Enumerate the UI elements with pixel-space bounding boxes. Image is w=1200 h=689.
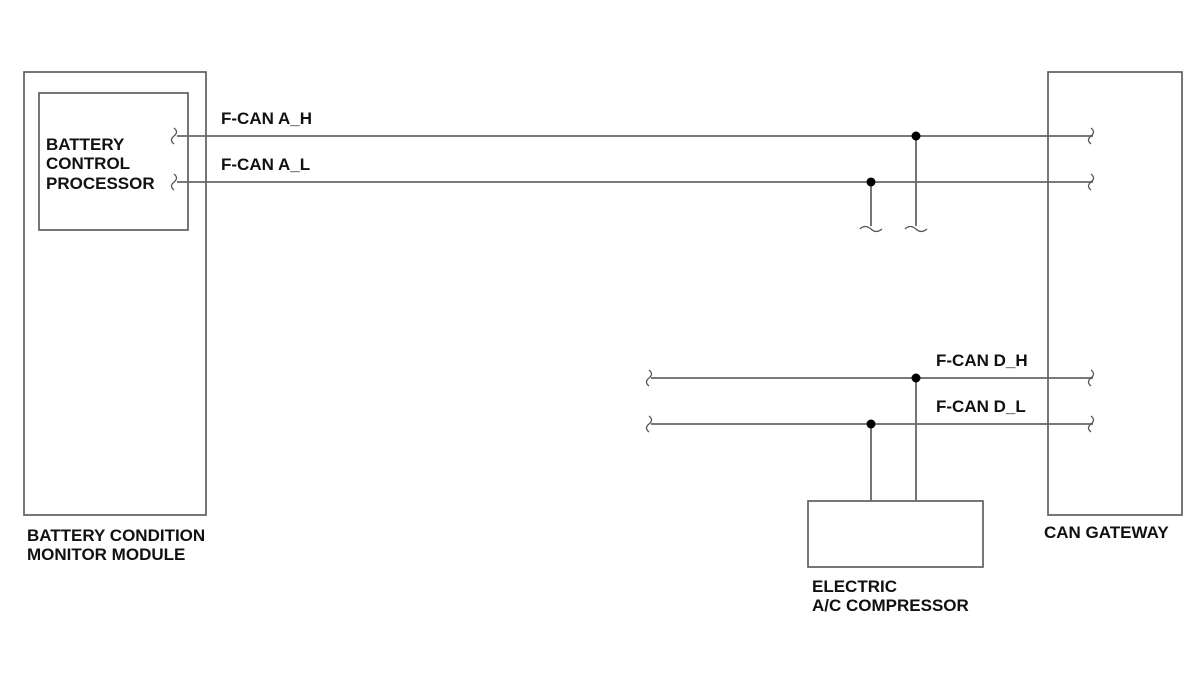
label-f-can-a-h: F-CAN A_H	[221, 109, 312, 128]
label-f-can-a-l: F-CAN A_L	[221, 155, 310, 174]
label-f-can-d-l: F-CAN D_L	[936, 397, 1026, 416]
label-f-can-d-h: F-CAN D_H	[936, 351, 1028, 370]
battery-condition-monitor-module-box	[23, 71, 207, 516]
splice-dot-d-l	[866, 419, 876, 429]
can-gateway-label: CAN GATEWAY	[1044, 523, 1169, 542]
wire-break-icon	[645, 415, 653, 433]
wire-break-icon	[859, 225, 883, 233]
wire-break-icon	[170, 127, 178, 145]
splice-dot-a-l	[866, 177, 876, 187]
wire-break-icon	[170, 173, 178, 191]
wire-break-icon	[645, 369, 653, 387]
wire-break-icon	[904, 225, 928, 233]
can-gateway-box	[1047, 71, 1183, 516]
wire-break-icon	[1087, 173, 1095, 191]
splice-dot-a-h	[911, 131, 921, 141]
wire-break-icon	[1087, 369, 1095, 387]
processor-label-line1: BATTERY	[46, 135, 125, 154]
bcm-label-line1: BATTERY CONDITION	[27, 526, 205, 545]
wire-break-icon	[1087, 127, 1095, 145]
processor-label-line2: CONTROL	[46, 154, 130, 173]
electric-ac-compressor-box	[807, 500, 984, 568]
compressor-label-line2: A/C COMPRESSOR	[812, 596, 969, 615]
wire-break-icon	[1087, 415, 1095, 433]
compressor-label-line1: ELECTRIC	[812, 577, 897, 596]
processor-label-line3: PROCESSOR	[46, 174, 155, 193]
bcm-label-line2: MONITOR MODULE	[27, 545, 185, 564]
splice-dot-d-h	[911, 373, 921, 383]
battery-control-processor-box	[38, 92, 189, 231]
